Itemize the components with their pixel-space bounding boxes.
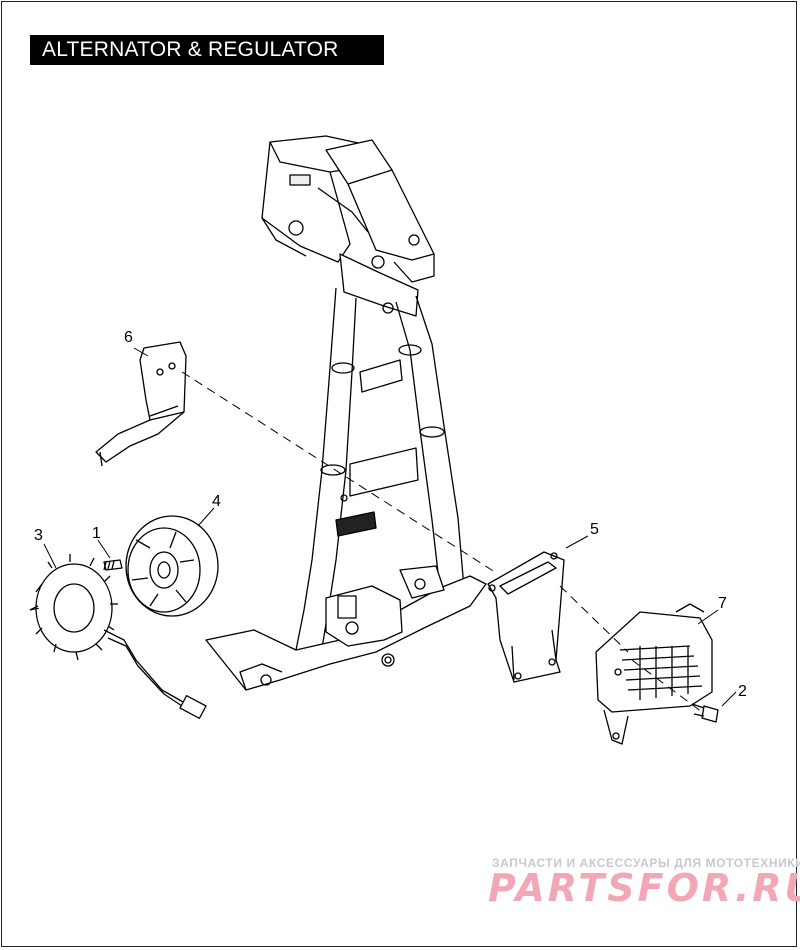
bracket-part-5	[487, 551, 565, 683]
rotor-part-4	[125, 515, 219, 617]
bolt-part-1	[103, 559, 123, 571]
bolt-part-2	[691, 703, 719, 723]
frame-drawing	[205, 135, 487, 691]
stator-part-3	[29, 554, 207, 719]
callout-3: 3	[34, 527, 43, 544]
assembly-lines	[29, 371, 703, 713]
callout-6: 6	[124, 329, 133, 346]
bracket-part-6	[95, 341, 187, 467]
callout-7: 7	[718, 595, 727, 612]
watermark-brand: PARTSFOR.RU	[488, 866, 800, 910]
callout-5: 5	[590, 521, 599, 538]
regulator-part-7	[595, 603, 713, 745]
callout-4: 4	[212, 493, 221, 510]
callout-1: 1	[92, 525, 101, 542]
diagram-title: ALTERNATOR & REGULATOR	[30, 35, 384, 65]
callout-2: 2	[738, 683, 747, 700]
callout-leaders	[43, 347, 737, 707]
watermark-tagline: ЗАПЧАСТИ И АКСЕССУАРЫ ДЛЯ МОТОТЕХНИКИ	[492, 856, 800, 870]
